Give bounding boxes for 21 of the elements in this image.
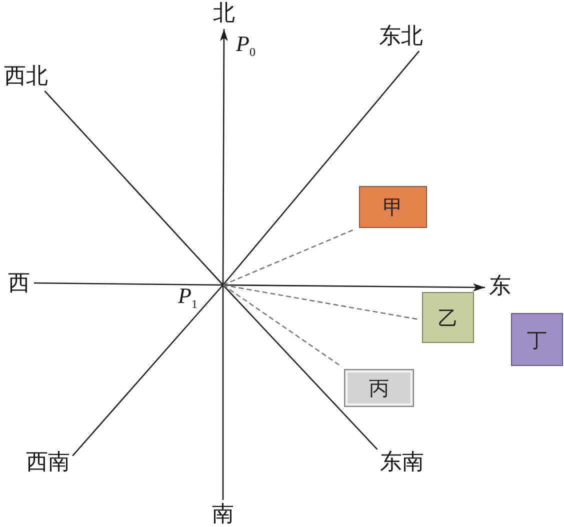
dashed-line — [222, 284, 418, 320]
labeled-box: 乙 — [422, 292, 474, 343]
arrow — [34, 282, 485, 292]
labeled-box: 丙 — [344, 369, 414, 407]
labeled-box: 丁 — [511, 313, 563, 366]
line — [44, 90, 378, 450]
dashed-line — [222, 228, 356, 286]
labeled-box: 甲 — [359, 186, 427, 228]
direction-label: 北 — [213, 3, 235, 25]
direction-label: 东北 — [379, 26, 423, 48]
dashed-line — [222, 284, 342, 368]
line — [72, 50, 420, 456]
direction-label: 西 — [8, 273, 30, 295]
point-label: P$_{1}$ — [176, 285, 223, 311]
direction-label: 东 — [489, 276, 511, 298]
direction-label: 南 — [212, 504, 234, 526]
arrow — [220, 29, 228, 500]
direction-label: 东南 — [380, 452, 424, 474]
direction-label: 西南 — [26, 452, 70, 474]
direction-label: 西北 — [4, 66, 48, 88]
point-label: P$_{0}$ — [236, 33, 256, 55]
